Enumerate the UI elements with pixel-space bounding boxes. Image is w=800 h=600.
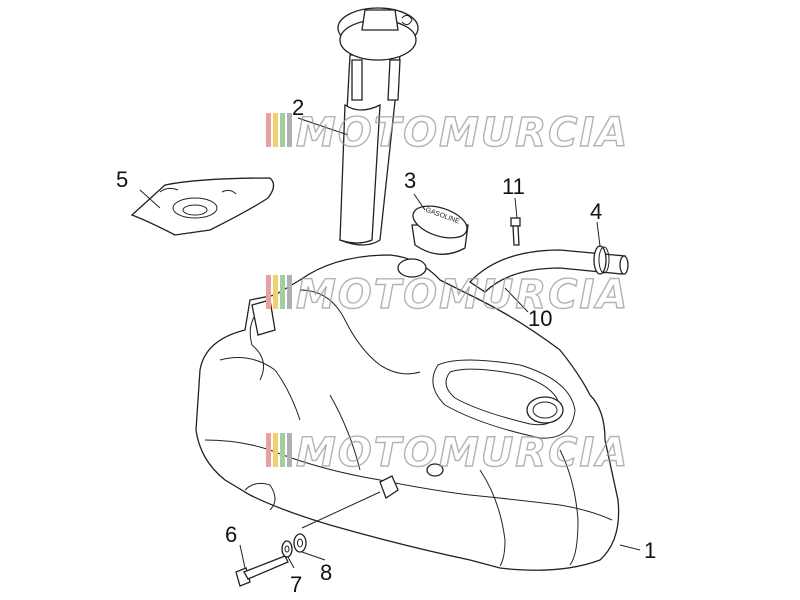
callout-1: 1 (644, 538, 656, 563)
watermark-middle: MOTOMURCIA (266, 271, 629, 319)
breather-hose-part-10 (469, 249, 629, 293)
callout-10: 10 (528, 306, 552, 331)
callout-2: 2 (292, 95, 304, 120)
watermark-stripe (287, 433, 292, 467)
callout-11: 11 (502, 174, 525, 199)
callout-7: 7 (290, 572, 302, 597)
callout-4: 4 (590, 199, 602, 224)
watermark-text: MOTOMURCIA (296, 430, 629, 476)
watermark-bottom: MOTOMURCIA (266, 429, 629, 477)
fuel-tank-part-1 (195, 254, 620, 571)
bolt-part-11 (510, 217, 521, 246)
leader-lines (139, 117, 641, 569)
watermark-stripe (280, 113, 285, 147)
callout-5: 5 (116, 167, 128, 192)
callout-numbers: 1 2 3 4 5 6 7 8 10 11 (116, 95, 656, 597)
watermark-stripe (287, 113, 292, 147)
washer-part-8 (293, 533, 307, 553)
bracket-plate-part-5 (130, 177, 275, 236)
watermark-stripe (287, 275, 292, 309)
watermark-stripe (266, 433, 271, 467)
watermark-stripe (280, 275, 285, 309)
callout-6: 6 (225, 522, 237, 547)
watermark-stripe (280, 433, 285, 467)
watermark-top: MOTOMURCIA (266, 109, 629, 157)
watermark-stripe (266, 113, 271, 147)
watermark-stripe (273, 275, 278, 309)
callout-3: 3 (404, 168, 416, 193)
bolt-part-6 (235, 555, 289, 587)
watermark-stripe (266, 275, 271, 309)
watermark-text: MOTOMURCIA (296, 272, 629, 318)
washer-part-7 (281, 540, 293, 558)
fuel-pump-sender-part-2 (337, 7, 419, 246)
watermark-stripe (273, 433, 278, 467)
watermark-text: MOTOMURCIA (296, 110, 629, 156)
callout-8: 8 (320, 560, 332, 585)
watermark-stripe (273, 113, 278, 147)
filler-cap-part-3: GASOLINE (411, 205, 469, 255)
